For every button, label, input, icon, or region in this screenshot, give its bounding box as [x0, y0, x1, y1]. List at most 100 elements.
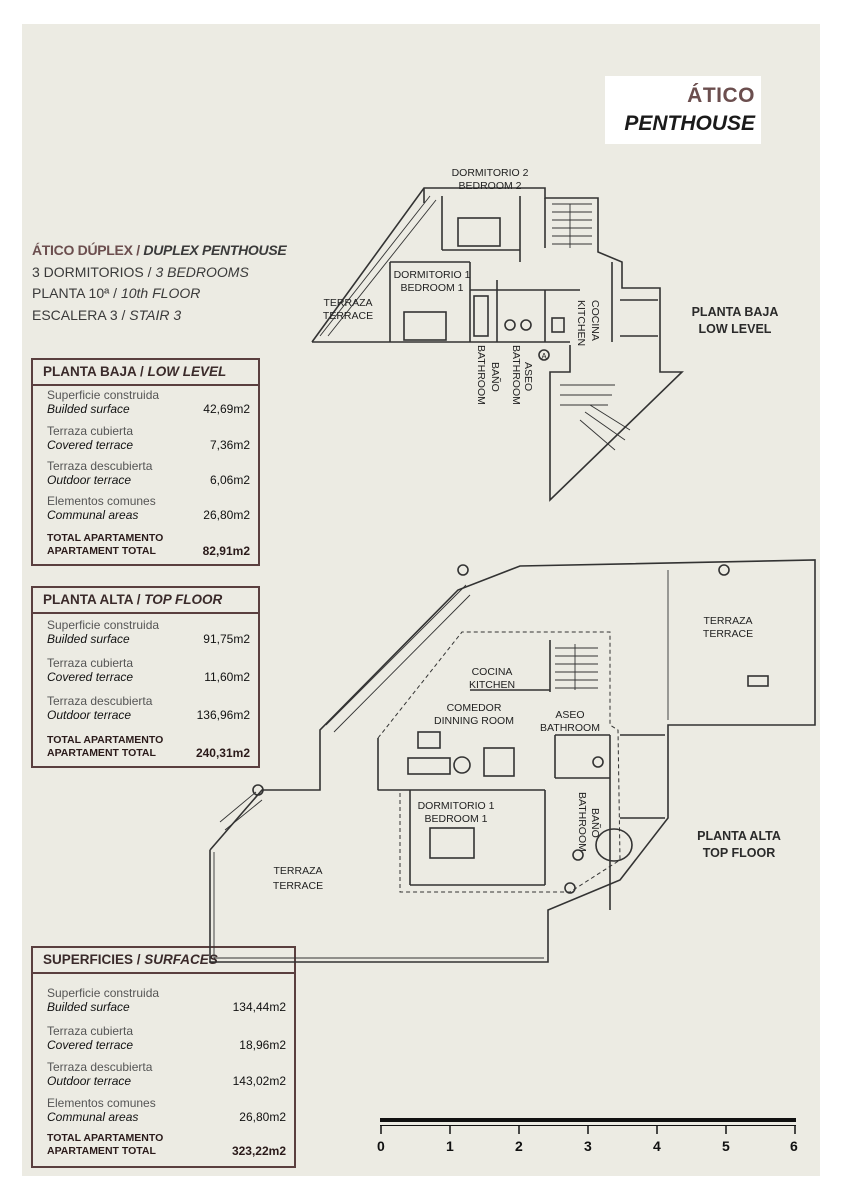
- scale-tick-5: 5: [722, 1138, 730, 1154]
- low-level-table: PLANTA BAJA / LOW LEVEL Superficie const…: [31, 358, 260, 566]
- top-floor-title-es: PLANTA ALTA /: [43, 592, 141, 607]
- title-badge: ÁTICO PENTHOUSE: [605, 76, 761, 144]
- row-label-en: Communal areas: [47, 1110, 139, 1124]
- top-floor-label-en: TOP FLOOR: [702, 846, 776, 860]
- scale-ticks: [380, 1126, 796, 1134]
- top-floor-label-es: PLANTA ALTA: [697, 829, 781, 843]
- label-terrace1-en: TERRACE: [703, 628, 753, 640]
- low-row-outdoor: Terraza descubierta Outdoor terrace 6,06…: [47, 459, 250, 487]
- row-label-es: Terraza cubierta: [47, 656, 134, 670]
- row-value: 143,02m2: [232, 1074, 286, 1088]
- summary-stair: ESCALERA 3 / STAIR 3: [32, 305, 286, 327]
- row-label-es: Elementos comunes: [47, 494, 156, 508]
- low-level-title-es: PLANTA BAJA /: [43, 364, 144, 379]
- counter-icon: [407, 757, 451, 775]
- top-outer-wall: [209, 559, 816, 963]
- row-label-es: Superficie construida: [47, 618, 160, 632]
- low-row-built: Superficie construida Builded surface 42…: [47, 388, 250, 416]
- label-bedroom1-es: DORMITORIO 1: [394, 269, 471, 281]
- row-label-en: Covered terrace: [47, 1038, 134, 1052]
- summary-floor-en: 10th FLOOR: [120, 285, 201, 301]
- row-value: 6,06m2: [209, 473, 250, 487]
- bathtub-icon: [595, 828, 633, 862]
- surfaces-table: SUPERFICIES / SURFACES Superficie constr…: [31, 946, 296, 1168]
- row-label-en: Outdoor terrace: [47, 473, 132, 487]
- total-label-es: TOTAL APARTAMENTO: [47, 1132, 164, 1144]
- terrace-railing: [327, 199, 437, 337]
- shower-icon: [551, 317, 565, 333]
- summary-rooms-en: 3 BEDROOMS: [155, 263, 249, 280]
- drain-icon: [747, 675, 769, 687]
- surfaces-title-es: SUPERFICIES /: [43, 952, 141, 967]
- total-label-en: APARTAMENT TOTAL: [47, 747, 156, 759]
- summary-type-en: DUPLEX PENTHOUSE: [143, 242, 287, 258]
- label-bedroom1-en: BEDROOM 1: [400, 282, 463, 294]
- row-value: 26,80m2: [239, 1110, 286, 1124]
- door-marker-label: A: [541, 352, 547, 361]
- row-label-es: Superficie construida: [47, 986, 160, 1000]
- label-toilet-en: BATHROOM: [510, 345, 522, 405]
- label-dining-es: COMEDOR: [447, 702, 502, 714]
- label-bedroom1-es: DORMITORIO 1: [418, 800, 495, 812]
- total-value: 323,22m2: [231, 1144, 286, 1158]
- row-label-en: Builded surface: [47, 1000, 130, 1014]
- apartment-summary: ÁTICO DÚPLEX / DUPLEX PENTHOUSE 3 DORMIT…: [32, 240, 287, 327]
- toilet-icon: [564, 882, 576, 894]
- bed-icon: [403, 311, 447, 341]
- low-level-label: PLANTA BAJA LOW LEVEL: [680, 304, 790, 338]
- surfaces-title: SUPERFICIES / SURFACES: [33, 948, 294, 974]
- scale-tick-3: 3: [584, 1138, 592, 1154]
- terrace-railing: [219, 584, 471, 831]
- low-total: TOTAL APARTAMENTO APARTAMENT TOTAL 82,91…: [47, 532, 250, 558]
- dining-table-icon: [483, 747, 515, 777]
- label-bath-es: BAÑO: [589, 808, 602, 838]
- toilet-icon: [572, 849, 584, 861]
- summary-rooms: 3 DORMITORIOS / 3 BEDROOMS: [32, 262, 286, 284]
- row-label-es: Terraza cubierta: [47, 424, 134, 438]
- low-level-label-en: LOW LEVEL: [698, 322, 772, 336]
- label-bath-es: BAÑO: [489, 362, 502, 392]
- label-bedroom2-es: DORMITORIO 2: [452, 167, 529, 179]
- scale-tick-4: 4: [653, 1138, 661, 1154]
- low-row-communal: Elementos comunes Communal areas 26,80m2: [47, 494, 250, 522]
- label-toilet-en: BATHROOM: [540, 722, 600, 734]
- row-label-es: Superficie construida: [47, 388, 160, 402]
- scale-tick-1: 1: [446, 1138, 454, 1154]
- top-plan-labels: TERRAZA TERRACE COCINA KITCHEN COMEDOR D…: [273, 615, 753, 892]
- row-label-es: Terraza descubierta: [47, 694, 153, 708]
- label-terrace1-es: TERRAZA: [703, 615, 752, 627]
- surfaces-title-en: SURFACES: [144, 952, 218, 967]
- row-label-en: Covered terrace: [47, 438, 134, 452]
- top-stairs: [555, 644, 598, 690]
- low-row-covered: Terraza cubierta Covered terrace 7,36m2: [47, 424, 250, 452]
- top-floor-title-en: TOP FLOOR: [144, 592, 223, 607]
- door-marker-icon: [538, 349, 550, 361]
- low-level-title-en: LOW LEVEL: [147, 364, 227, 379]
- label-kitchen-es: COCINA: [589, 300, 601, 341]
- label-dining-en: DINNING ROOM: [434, 715, 514, 727]
- scale-tick-0: 0: [377, 1138, 385, 1154]
- toilet-icon: [504, 319, 516, 331]
- label-bedroom1-en: BEDROOM 1: [424, 813, 487, 825]
- scale-tick-6: 6: [790, 1138, 798, 1154]
- total-value: 240,31m2: [195, 746, 250, 760]
- top-row-covered: Terraza cubierta Covered terrace 11,60m2: [47, 656, 250, 684]
- row-value: 11,60m2: [204, 670, 250, 684]
- table-icon: [417, 731, 441, 749]
- label-terrace2-es: TERRAZA: [273, 865, 322, 877]
- label-kitchen-en: KITCHEN: [469, 679, 515, 691]
- low-plan-labels: DORMITORIO 2 BEDROOM 2 DORMITORIO 1 BEDR…: [323, 167, 601, 405]
- row-label-en: Communal areas: [47, 508, 139, 522]
- badge-title-en: PENTHOUSE: [624, 112, 755, 135]
- summary-floor-es: PLANTA 10ª /: [32, 285, 118, 301]
- row-value: 7,36m2: [209, 438, 250, 452]
- top-floor-label: PLANTA ALTA TOP FLOOR: [684, 828, 794, 862]
- badge-title-es: ÁTICO: [687, 84, 755, 107]
- summary-stair-es: ESCALERA 3 /: [32, 306, 126, 323]
- top-floor-plan: [209, 559, 816, 963]
- summary-type-es: ÁTICO DÚPLEX /: [32, 242, 140, 258]
- low-level-label-es: PLANTA BAJA: [691, 305, 779, 319]
- scale-bar: [380, 1118, 796, 1134]
- summary-stair-en: STAIR 3: [129, 306, 182, 323]
- label-bedroom2-en: BEDROOM 2: [458, 180, 521, 192]
